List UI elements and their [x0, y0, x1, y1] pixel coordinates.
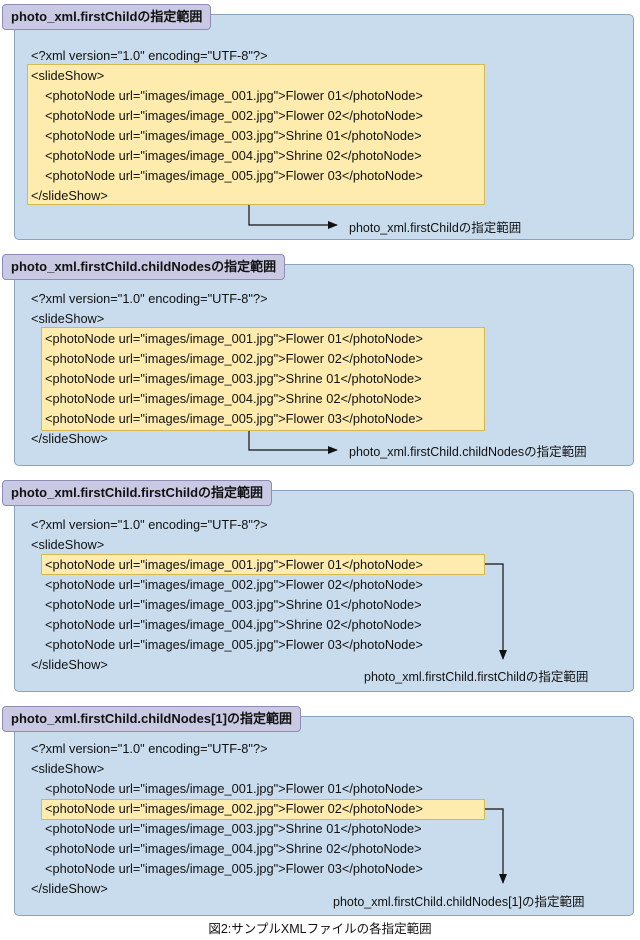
xml-node-3: <photoNode url="images/image_003.jpg">Sh…	[45, 371, 422, 386]
xml-slideshow-open: <slideShow>	[31, 311, 105, 326]
panel-childnodes: <?xml version="1.0" encoding="UTF-8"?> <…	[14, 264, 634, 466]
xml-slideshow-close: </slideShow>	[31, 431, 108, 446]
xml-node-5: <photoNode url="images/image_005.jpg">Fl…	[45, 861, 423, 876]
highlight-slideshow	[27, 64, 485, 205]
xml-node-2: <photoNode url="images/image_002.jpg">Fl…	[45, 108, 423, 123]
panel-title-tab: photo_xml.firstChildの指定範囲	[2, 4, 212, 30]
range-label: photo_xml.firstChildの指定範囲	[349, 221, 522, 235]
xml-node-3: <photoNode url="images/image_003.jpg">Sh…	[45, 128, 422, 143]
xml-slideshow-close: </slideShow>	[31, 188, 108, 203]
xml-declaration: <?xml version="1.0" encoding="UTF-8"?>	[31, 48, 268, 63]
xml-slideshow-open: <slideShow>	[31, 68, 105, 83]
xml-slideshow-close: </slideShow>	[31, 657, 108, 672]
xml-node-1: <photoNode url="images/image_001.jpg">Fl…	[45, 88, 423, 103]
xml-node-1: <photoNode url="images/image_001.jpg">Fl…	[45, 781, 423, 796]
xml-node-5: <photoNode url="images/image_005.jpg">Fl…	[45, 637, 423, 652]
panel-firstchild: <?xml version="1.0" encoding="UTF-8"?> <…	[14, 14, 634, 240]
panel-title-tab: photo_xml.firstChild.childNodesの指定範囲	[2, 254, 286, 280]
xml-declaration: <?xml version="1.0" encoding="UTF-8"?>	[31, 517, 268, 532]
xml-node-2: <photoNode url="images/image_002.jpg">Fl…	[45, 351, 423, 366]
xml-node-1: <photoNode url="images/image_001.jpg">Fl…	[45, 331, 423, 346]
panel-title-tab: photo_xml.firstChild.childNodes[1]の指定範囲	[2, 706, 301, 732]
xml-node-4: <photoNode url="images/image_004.jpg">Sh…	[45, 617, 422, 632]
xml-slideshow-open: <slideShow>	[31, 761, 105, 776]
panel-firstchild-firstchild: <?xml version="1.0" encoding="UTF-8"?> <…	[14, 490, 634, 692]
xml-declaration: <?xml version="1.0" encoding="UTF-8"?>	[31, 741, 268, 756]
xml-slideshow-close: </slideShow>	[31, 881, 108, 896]
xml-slideshow-open: <slideShow>	[31, 537, 105, 552]
xml-declaration: <?xml version="1.0" encoding="UTF-8"?>	[31, 291, 268, 306]
xml-node-4: <photoNode url="images/image_004.jpg">Sh…	[45, 391, 422, 406]
range-label: photo_xml.firstChild.childNodes[1]の指定範囲	[333, 895, 585, 909]
xml-node-5: <photoNode url="images/image_005.jpg">Fl…	[45, 411, 423, 426]
xml-node-5: <photoNode url="images/image_005.jpg">Fl…	[45, 168, 423, 183]
panel-childnodes-1: <?xml version="1.0" encoding="UTF-8"?> <…	[14, 716, 634, 916]
highlight-all-nodes	[41, 327, 485, 431]
xml-node-4: <photoNode url="images/image_004.jpg">Sh…	[45, 148, 422, 163]
range-label: photo_xml.firstChild.firstChildの指定範囲	[364, 670, 589, 684]
arrow-panel-2	[248, 431, 338, 454]
range-label: photo_xml.firstChild.childNodesの指定範囲	[349, 445, 587, 459]
arrow-panel-4	[485, 808, 507, 884]
xml-node-3: <photoNode url="images/image_003.jpg">Sh…	[45, 597, 422, 612]
highlight-first-node	[41, 554, 485, 575]
panel-title-tab: photo_xml.firstChild.firstChildの指定範囲	[2, 480, 273, 506]
xml-node-2: <photoNode url="images/image_002.jpg">Fl…	[45, 577, 423, 592]
arrow-panel-1	[248, 205, 338, 229]
xml-node-4: <photoNode url="images/image_004.jpg">Sh…	[45, 841, 422, 856]
highlight-second-node	[41, 799, 485, 820]
arrow-panel-3	[485, 563, 507, 660]
xml-node-1: <photoNode url="images/image_001.jpg">Fl…	[45, 557, 423, 572]
figure-caption: 図2:サンプルXMLファイルの各指定範囲	[208, 922, 432, 936]
xml-node-2: <photoNode url="images/image_002.jpg">Fl…	[45, 801, 423, 816]
xml-node-3: <photoNode url="images/image_003.jpg">Sh…	[45, 821, 422, 836]
